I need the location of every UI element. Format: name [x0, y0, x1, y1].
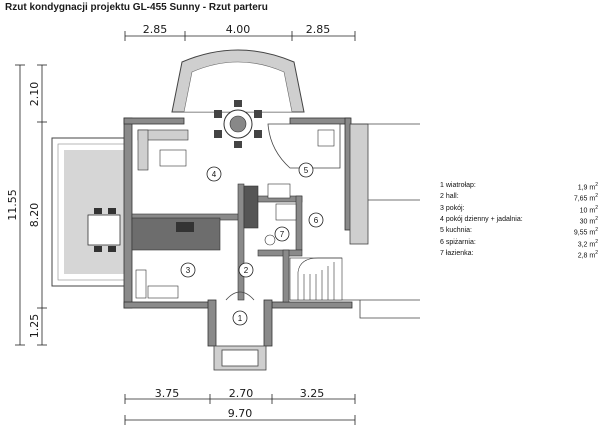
legend-row: 2 hall: 7,65 m2: [440, 193, 598, 202]
legend-room-area: 30 m2: [579, 215, 598, 226]
room-marker-1: 1: [232, 310, 248, 326]
legend-room-name: 7 łazienka:: [440, 249, 474, 257]
legend-row: 4 pokój dzienny + jadalnia: 30 m2: [440, 216, 598, 225]
bedroom-furniture: [135, 269, 179, 299]
dim-top-1: 2.85: [143, 23, 168, 36]
terrace-table: [87, 208, 121, 252]
svg-text:2: 2: [244, 266, 249, 275]
dim-left-total: 11.55: [6, 189, 19, 221]
legend-room-name: 4 pokój dzienny + jadalnia:: [440, 215, 523, 223]
room-marker-4: 4: [206, 166, 222, 182]
legend-row: 3 pokój: 10 m2: [440, 205, 598, 214]
dimension-top: [124, 31, 356, 41]
terrace: [51, 137, 129, 287]
page-title: Rzut kondygnacji projektu GL-455 Sunny -…: [5, 2, 268, 13]
svg-text:4: 4: [212, 170, 217, 179]
dim-left-2: 8.20: [28, 203, 41, 228]
entrance: [213, 291, 267, 371]
room-legend: 1 wiatrołap: 1,9 m2 2 hall: 7,65 m2 3 po…: [440, 182, 598, 261]
dimension-bottom: [124, 394, 356, 425]
dim-left-3: 1.25: [28, 314, 41, 339]
legend-room-area: 2,8 m2: [577, 249, 598, 260]
room-marker-3: 3: [180, 262, 196, 278]
legend-room-area: 10 m2: [579, 204, 598, 214]
room-marker-5: 5: [298, 162, 314, 178]
dim-top-3: 2.85: [306, 23, 331, 36]
legend-room-name: 6 spiżarnia:: [440, 238, 476, 246]
svg-text:1: 1: [238, 314, 243, 323]
dim-bottom-3: 3.25: [300, 387, 325, 400]
kitchen: [267, 123, 341, 199]
dim-bottom-1: 3.75: [155, 387, 180, 400]
bathroom: [264, 203, 297, 246]
legend-room-area: 7,65 m2: [573, 193, 598, 203]
staircase: [289, 257, 343, 301]
legend-room-name: 5 kuchnia:: [440, 227, 472, 235]
room-marker-7: 7: [274, 226, 290, 242]
legend-row: 1 wiatrołap: 1,9 m2: [440, 182, 598, 191]
legend-room-name: 3 pokój:: [440, 204, 465, 212]
bay-window: [171, 49, 305, 148]
legend-row: 7 łazienka: 2,8 m2: [440, 250, 598, 259]
living-furniture: [137, 129, 194, 232]
dim-bottom-2: 2.70: [229, 387, 254, 400]
legend-room-name: 2 hall:: [440, 193, 459, 201]
legend-room-area: 3,2 m2: [577, 238, 598, 248]
legend-room-name: 1 wiatrołap:: [440, 182, 476, 189]
legend-row: 6 spiżarnia: 3,2 m2: [440, 239, 598, 248]
svg-text:6: 6: [314, 216, 319, 225]
partitions: [131, 183, 303, 303]
walls: [123, 117, 353, 347]
legend-room-area: 9,55 m2: [573, 227, 598, 237]
svg-text:5: 5: [304, 166, 309, 175]
dim-bottom-total: 9.70: [228, 407, 253, 420]
legend-room-area: 1,9 m2: [577, 182, 598, 192]
room-marker-6: 6: [308, 212, 324, 228]
legend-row: 5 kuchnia: 9,55 m2: [440, 227, 598, 236]
dimension-left: [15, 64, 47, 346]
svg-text:7: 7: [280, 230, 285, 239]
dim-left-1: 2.10: [28, 82, 41, 107]
svg-text:3: 3: [186, 266, 191, 275]
room-marker-2: 2: [238, 262, 254, 278]
dim-top-2: 4.00: [226, 23, 251, 36]
